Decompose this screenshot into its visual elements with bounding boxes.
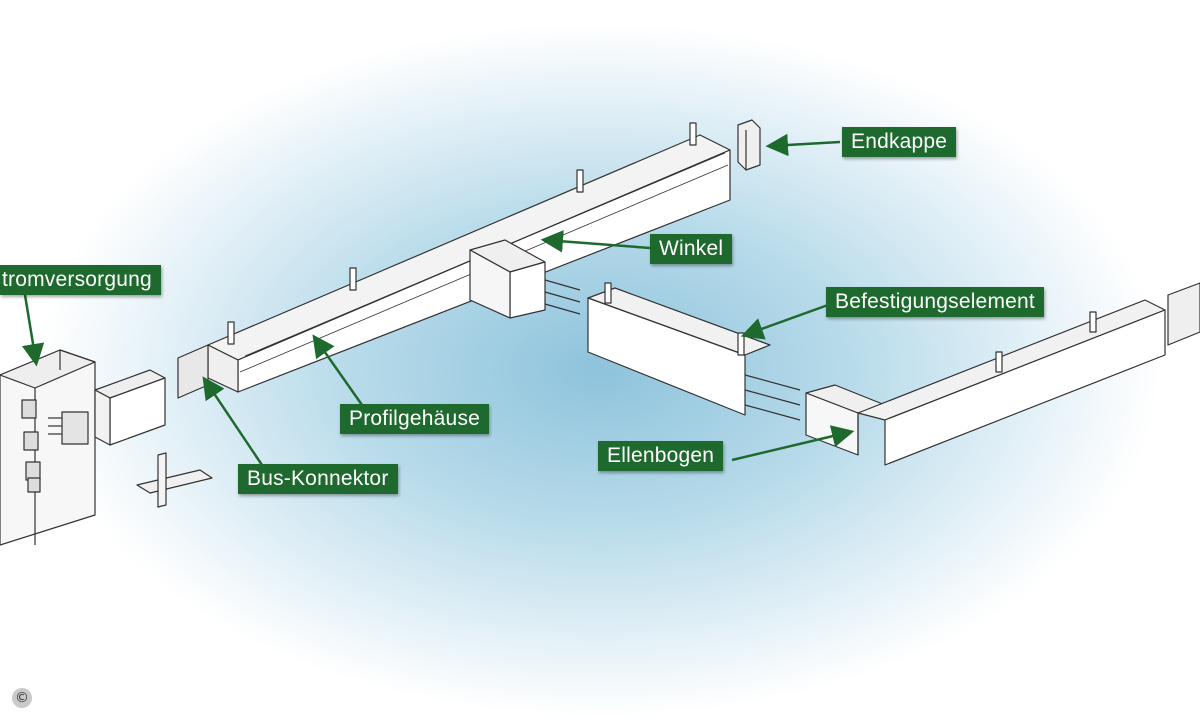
leader-arrows [21, 133, 855, 466]
label-ellenbogen: Ellenbogen [598, 441, 724, 471]
right-feed-unit [1167, 282, 1200, 346]
bus-connector-part [136, 452, 213, 508]
copyright-icon: © [12, 688, 32, 708]
arrow-befestigungselement [740, 303, 829, 340]
arrow-profilgehaeuse [312, 334, 364, 406]
arrow-ellenbogen [731, 425, 855, 462]
arrow-endkappe [765, 133, 841, 157]
arrow-winkel [540, 230, 651, 253]
end-cap [737, 119, 761, 171]
arrow-stromversorgung [21, 294, 45, 367]
straight-section-middle [587, 287, 801, 421]
power-supply-box [0, 349, 96, 546]
arrow-bus-konnektor [202, 376, 264, 466]
label-endkappe: Endkappe [842, 127, 957, 157]
label-stromversorgung: tromversorgung [0, 265, 161, 295]
label-profilgehaeuse: Profilgehäuse [340, 404, 490, 434]
feed-unit [94, 369, 166, 446]
label-befestigungselement: Befestigungselement [826, 287, 1044, 317]
mounting-bolts [227, 122, 1097, 373]
label-bus-konnektor: Bus-Konnektor [238, 464, 398, 494]
label-winkel: Winkel [650, 234, 733, 264]
angle-branch [469, 239, 581, 319]
